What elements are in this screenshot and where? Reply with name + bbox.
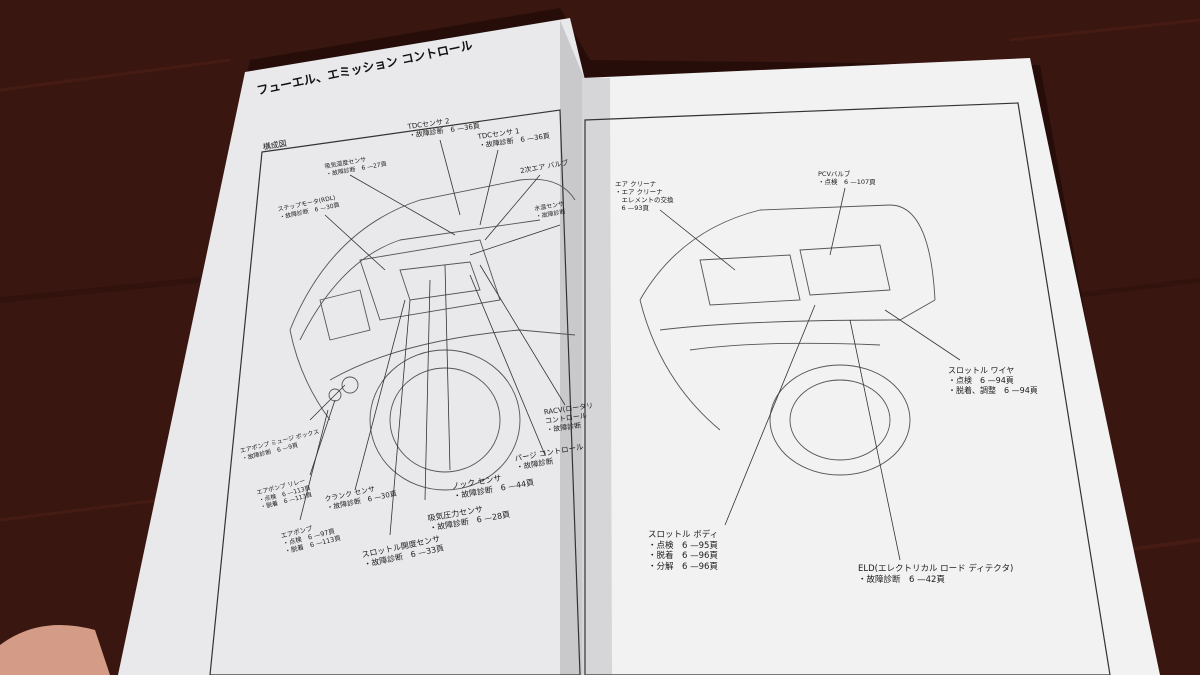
left-leader-lines — [299, 139, 566, 536]
left-page — [118, 18, 585, 675]
callout-throttle-body: スロットル ボディ・点検 6 —95頁・脱着 6 —96頁・分解 6 —96頁 — [648, 530, 719, 572]
right-frame — [584, 102, 1111, 675]
thumb — [0, 625, 110, 675]
right-leader-lines — [659, 187, 961, 561]
callout-pcv-valve: PCVバルブ・点検 6 —107頁 — [818, 170, 876, 187]
left-frame — [209, 109, 581, 675]
callout-eld: ELD(エレクトリカル ロード ディテクタ)・故障診断 6 —42頁 — [858, 564, 1014, 585]
right-car-drawing — [639, 204, 936, 476]
callout-air-cleaner: エア クリーナ・エア クリーナ エレメントの交換 6 —93頁 — [615, 180, 674, 213]
callout-throttle-wire: スロットル ワイヤ・点検 6 —94頁・脱着、調整 6 —94頁 — [948, 366, 1038, 395]
left-car-drawing — [289, 178, 576, 491]
